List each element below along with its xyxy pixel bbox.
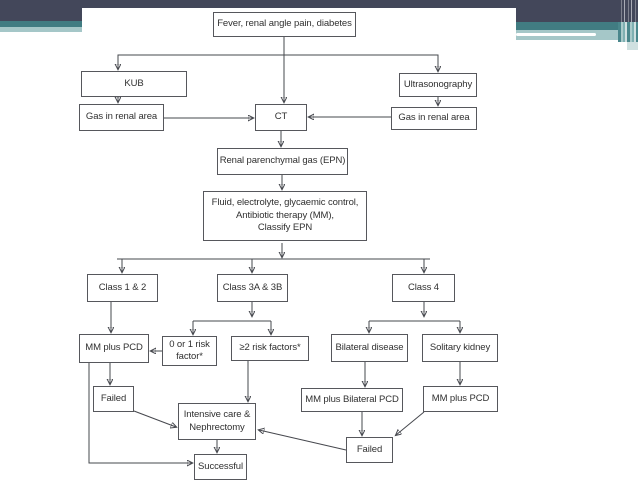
- node-failed-right: Failed: [346, 437, 393, 463]
- node-label: ≥2 risk factors*: [239, 342, 301, 354]
- node-label-line: Antibiotic therapy (MM),: [236, 209, 334, 221]
- edge-stripe-tail: [627, 42, 638, 50]
- node-label-line: factor*: [176, 351, 203, 362]
- node-solitary-kidney: Solitary kidney: [422, 334, 498, 362]
- node-label: Successful: [198, 460, 243, 472]
- node-label: MM plus PCD: [85, 342, 143, 354]
- node-label: Solitary kidney: [429, 341, 491, 353]
- node-label: Failed: [356, 443, 383, 455]
- node-label: Renal parenchymal gas (EPN): [219, 155, 346, 167]
- node-label: Gas in renal area: [398, 112, 470, 124]
- accent-white-line: [516, 33, 596, 36]
- node-label: Bilateral disease: [335, 341, 404, 353]
- node-fluid-control: Fluid, electrolyte, glycaemic control, A…: [203, 191, 367, 241]
- node-epn: Renal parenchymal gas (EPN): [217, 148, 348, 175]
- header-bar: [0, 0, 638, 8]
- node-risk-ge2: ≥2 risk factors*: [231, 336, 309, 361]
- node-gas-right: Gas in renal area: [391, 107, 477, 130]
- node-label: Ultrasonography: [403, 78, 473, 90]
- edge-stripes-teal: [618, 22, 638, 42]
- node-label: Class 1 & 2: [98, 281, 147, 293]
- node-label: Fever, renal angle pain, diabetes: [217, 18, 352, 30]
- node-class-1-2: Class 1 & 2: [87, 274, 158, 302]
- accent-stripe-left-teal: [0, 21, 82, 27]
- node-label: Class 3A & 3B: [222, 281, 283, 293]
- header-block-left: [0, 0, 82, 21]
- node-label: CT: [274, 111, 288, 123]
- node-successful: Successful: [194, 454, 247, 480]
- accent-stripe-right-teal: [516, 22, 638, 30]
- node-label: KUB: [124, 77, 144, 89]
- node-class-3a-3b: Class 3A & 3B: [217, 274, 288, 302]
- node-label: MM plus PCD: [431, 392, 490, 404]
- node-gas-left: Gas in renal area: [79, 104, 164, 131]
- node-class-4: Class 4: [392, 274, 455, 302]
- node-fever: Fever, renal angle pain, diabetes: [213, 12, 356, 37]
- node-label: Class 4: [408, 281, 439, 293]
- node-label: MM plus Bilateral PCD: [305, 393, 399, 405]
- node-mm-plus-pcd-left: MM plus PCD: [79, 334, 149, 363]
- node-ct: CT: [255, 104, 307, 131]
- node-label-line: Intensive care &: [183, 409, 251, 421]
- node-kub: KUB: [81, 71, 187, 97]
- header-block-right: [516, 0, 638, 22]
- node-intensive-nephrectomy: Intensive care & Nephrectomy: [178, 403, 256, 440]
- node-mm-plus-pcd-right: MM plus PCD: [423, 386, 498, 412]
- node-bilateral-disease: Bilateral disease: [331, 334, 408, 362]
- edge-stripes-dark: [618, 0, 638, 22]
- node-ultrasonography: Ultrasonography: [399, 73, 477, 97]
- node-failed-left: Failed: [93, 386, 134, 412]
- node-label-line: Nephrectomy: [189, 421, 245, 433]
- node-label: Gas in renal area: [85, 111, 158, 123]
- node-label-line: Fluid, electrolyte, glycaemic control,: [211, 197, 359, 209]
- node-label: Failed: [100, 392, 127, 404]
- accent-stripe-left-light: [0, 27, 82, 32]
- node-mm-plus-bilateral-pcd: MM plus Bilateral PCD: [301, 388, 403, 412]
- node-label-line: 0 or 1 risk: [169, 338, 210, 350]
- node-label-line: Classify EPN: [257, 222, 313, 234]
- node-risk-0-1: 0 or 1 risk factor*: [162, 336, 217, 366]
